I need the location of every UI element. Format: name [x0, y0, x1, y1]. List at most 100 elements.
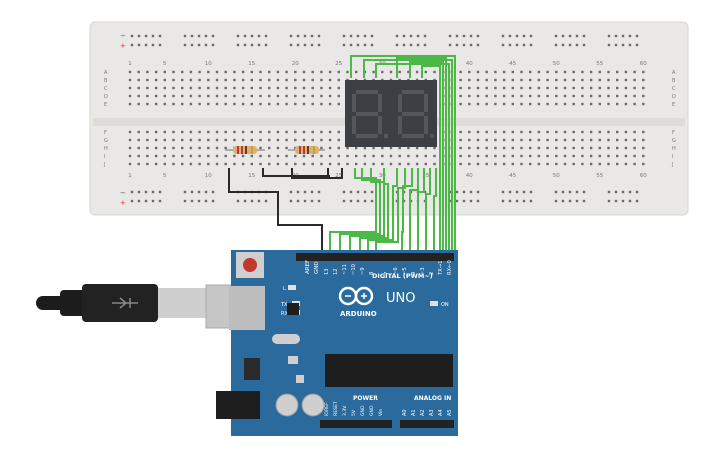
- row-letter: E: [104, 102, 107, 108]
- column-number: 5: [163, 61, 167, 67]
- power-header: [320, 420, 392, 428]
- power-pin-label: 5V: [351, 409, 357, 416]
- analog-pin-label: A3: [429, 409, 435, 416]
- row-letter: J: [103, 162, 105, 168]
- analog-header: [400, 420, 454, 428]
- usb-icon: [112, 297, 138, 309]
- led-on: [430, 301, 438, 306]
- column-number: 25: [335, 173, 342, 179]
- power-pin-label: GND: [360, 405, 366, 416]
- column-number: 40: [466, 173, 473, 179]
- analog-pin-label: A2: [420, 409, 426, 416]
- breadboard-labels: 1155101015152020252530303535404045455050…: [103, 61, 676, 179]
- analog-header-label: ANALOG IN: [414, 395, 451, 402]
- row-letter: J: [671, 162, 673, 168]
- row-letter: G: [104, 138, 108, 144]
- power-pin-label: IOREF: [324, 402, 330, 416]
- green-wires[interactable]: [329, 55, 456, 250]
- analog-pin-label: A1: [411, 409, 417, 416]
- column-number: 10: [205, 61, 212, 67]
- row-letter: E: [672, 102, 675, 108]
- row-letter: H: [104, 146, 108, 152]
- digit-left-value: 8.: [0, 0, 2, 1]
- rail-plus-label-bottom: +: [120, 199, 126, 207]
- column-number: 50: [553, 61, 560, 67]
- seven-segment-display-left[interactable]: 8.: [0, 0, 391, 147]
- digital-pin-label: 13: [324, 268, 330, 275]
- digital-pin-label: ~11: [342, 264, 348, 275]
- aref-label: AREF: [305, 260, 311, 274]
- resistor-2[interactable]: [288, 146, 325, 154]
- digital-pin-label: ~5: [402, 267, 408, 275]
- column-number: 60: [640, 61, 647, 67]
- row-letter: C: [672, 86, 676, 92]
- usb-chip: [287, 303, 299, 315]
- digital-pin-label: ~9: [360, 267, 366, 275]
- power-pin-label: RESET: [333, 401, 339, 416]
- atmega-chip: [325, 354, 453, 387]
- digital-pin-label: TX→1: [438, 261, 444, 276]
- row-letter: C: [104, 86, 108, 92]
- gnd-label: GND: [314, 261, 320, 274]
- column-number: 15: [248, 61, 255, 67]
- brand-label: ARDUINO: [340, 310, 377, 318]
- digit-right-value: 8.: [0, 0, 2, 1]
- led-rx-label: RX: [281, 311, 288, 317]
- digital-pin-label: RX←0: [447, 260, 453, 275]
- seven-segment-display-right[interactable]: 8.: [0, 0, 437, 147]
- row-letter: D: [672, 94, 676, 100]
- power-pin-label: Vin: [378, 409, 384, 416]
- row-letter: A: [104, 70, 108, 76]
- rail-minus-label: −: [120, 32, 126, 40]
- row-letter: H: [672, 146, 676, 152]
- column-number: 25: [335, 61, 342, 67]
- led-l-label: L: [283, 286, 286, 292]
- column-number: 1: [128, 61, 132, 67]
- column-number: 45: [509, 61, 516, 67]
- digital-header-label: DIGITAL (PWM~): [372, 272, 433, 280]
- arduino-logo-icon: [338, 286, 374, 306]
- row-letter: A: [672, 70, 676, 76]
- row-letter: G: [672, 138, 676, 144]
- row-letter: I: [672, 154, 673, 160]
- digital-pin-label: 7: [384, 272, 390, 275]
- column-number: 30: [379, 173, 386, 179]
- resistor-1[interactable]: [225, 146, 265, 154]
- digital-pin-label: ~6: [393, 267, 399, 275]
- voltage-regulator: [244, 358, 260, 380]
- rail-minus-label-bottom: −: [120, 189, 126, 197]
- digital-header: [296, 253, 454, 261]
- row-letter: B: [104, 78, 108, 84]
- led-on-label: ON: [441, 302, 449, 308]
- analog-pin-label: A0: [402, 409, 408, 416]
- digital-pin-label: 4: [411, 271, 417, 275]
- black-wires[interactable]: [228, 168, 343, 250]
- rail-plus-label: +: [120, 42, 126, 50]
- crystal: [272, 334, 300, 344]
- power-pin-label: GND: [369, 405, 375, 416]
- row-letter: D: [104, 94, 108, 100]
- column-number: 10: [205, 173, 212, 179]
- row-letter: B: [672, 78, 676, 84]
- analog-pin-label: A4: [438, 409, 444, 416]
- power-jack[interactable]: [216, 391, 260, 419]
- column-number: 35: [422, 173, 429, 179]
- column-number: 60: [640, 173, 647, 179]
- led-tx-label: TX: [280, 302, 288, 308]
- digital-pin-label: 2: [429, 272, 435, 275]
- column-number: 40: [466, 61, 473, 67]
- digital-pin-label: 8: [369, 272, 375, 275]
- column-number: 5: [163, 173, 167, 179]
- column-number: 15: [248, 173, 255, 179]
- row-letter: F: [104, 130, 107, 136]
- column-number: 45: [509, 173, 516, 179]
- model-label: UNO: [386, 291, 415, 306]
- digital-pin-label: ~3: [420, 267, 426, 275]
- power-pin-label: 3.3V: [342, 405, 348, 416]
